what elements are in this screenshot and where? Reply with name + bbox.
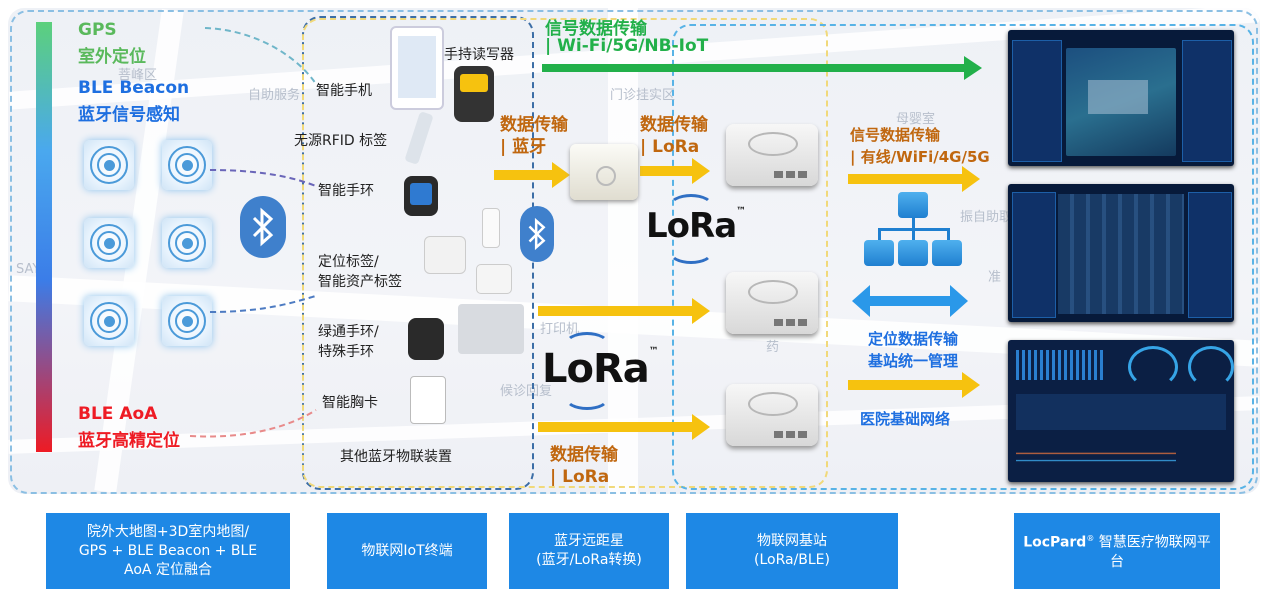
- yellow-arrow: [848, 166, 980, 192]
- other-devices-label: 其他蓝牙物联装置: [340, 449, 452, 465]
- management-line1: 定位数据传输: [868, 330, 959, 348]
- smartphone-label: 智能手机: [316, 83, 372, 99]
- lora-signal-icon: [564, 332, 610, 358]
- management-line2: 基站统一管理: [868, 352, 959, 370]
- map-label: 母婴室: [896, 112, 936, 127]
- yellow-arrow: [538, 298, 710, 324]
- transmission-frame: [302, 18, 828, 488]
- footer-terminal-button: 物联网IoT终端: [327, 513, 487, 589]
- bluetooth-transmission-channel: | 蓝牙: [500, 137, 547, 157]
- lora-logo: LoRa™: [542, 332, 659, 410]
- dashboard-icon: [1008, 184, 1234, 322]
- platform-brand: LocPard: [1023, 534, 1087, 551]
- positioning-accuracy-bar: [36, 22, 52, 452]
- beacon-icon: [162, 218, 212, 268]
- bluetooth-transmission-title: 数据传输: [500, 115, 568, 135]
- map-label: 自助服务: [248, 88, 301, 103]
- yellow-arrow: [494, 162, 570, 188]
- map-label: 准: [988, 270, 1002, 285]
- dashboard-icon: [1008, 340, 1234, 482]
- yellow-arrow: [848, 372, 980, 398]
- gps-label: GPS: [78, 20, 117, 40]
- lora-tm: ™: [648, 346, 659, 357]
- yellow-arrow: [640, 158, 710, 184]
- bluetooth-icon: [520, 206, 554, 262]
- platform-name: 智慧医疗物联网平台: [1094, 534, 1211, 570]
- double-arrow: [852, 285, 968, 317]
- gateway-icon: [726, 384, 818, 446]
- lora-logo: LoRa™: [646, 194, 746, 264]
- platform-reg: ®: [1086, 534, 1095, 543]
- bottom-transmission-title: 数据传输: [550, 445, 618, 465]
- gateway-icon: [726, 124, 818, 186]
- map-label: 菩峰区: [118, 68, 158, 83]
- green-wristband-label: 绿通手环/ 特殊手环: [318, 324, 379, 360]
- bottom-transmission-channel: | LoRa: [550, 467, 610, 487]
- lora-tm: ™: [736, 206, 746, 217]
- beacon-icon: [162, 296, 212, 346]
- outer-frame: [10, 10, 1258, 494]
- beacon-icon: [162, 140, 212, 190]
- handheld-reader-image: [454, 66, 494, 122]
- wristband-image: [404, 176, 438, 216]
- green-wristband-image: [408, 318, 444, 360]
- map-label: 门诊挂实区: [610, 88, 676, 103]
- beacon-label: BLE Beacon: [78, 78, 190, 98]
- badge-label: 智能胸卡: [322, 395, 378, 411]
- sensor-image: [482, 208, 500, 248]
- dashboard-icon: [1008, 30, 1234, 166]
- lora-signal-icon: [668, 194, 714, 220]
- gps-desc: 室外定位: [78, 47, 146, 67]
- footer-platform-button: LocPard® 智慧医疗物联网平台: [1014, 513, 1220, 589]
- asset-tag-image-2: [476, 264, 512, 294]
- map-label: 候诊回复: [500, 384, 553, 399]
- footer-base-station-button: 物联网基站 (LoRa/BLE): [686, 513, 898, 589]
- beacon-icon: [84, 140, 134, 190]
- lora-signal-icon: [668, 238, 714, 264]
- smartphone-image: [390, 26, 444, 110]
- wristband-label: 智能手环: [318, 183, 374, 199]
- lora-transmission-channel: | LoRa: [640, 137, 700, 157]
- lora-signal-icon: [564, 384, 610, 410]
- beacon-icon: [84, 296, 134, 346]
- bluetooth-icon: [240, 196, 286, 258]
- top-transmission-channels: | Wi-Fi/5G/NB-IoT: [545, 36, 709, 56]
- yellow-arrow: [538, 414, 710, 440]
- badge-image: [410, 376, 446, 424]
- bluetooth-lora-bridge: [570, 144, 638, 200]
- top-transmission-title: 信号数据传输: [545, 19, 647, 39]
- hospital-network-label: 医院基础网络: [860, 410, 951, 428]
- handheld-reader-label: 手持读写器: [444, 47, 514, 63]
- aoa-label: BLE AoA: [78, 404, 158, 424]
- green-arrow: [542, 56, 982, 80]
- asset-tag-image: [424, 236, 466, 274]
- beacon-icon: [84, 218, 134, 268]
- asset-tag-label: 定位标签/ 智能资产标签: [318, 254, 402, 290]
- aoa-desc: 蓝牙高精定位: [78, 431, 180, 451]
- wired-transmission-channels: | 有线/WiFi/4G/5G: [850, 148, 990, 166]
- map-label: 药: [766, 340, 780, 355]
- map-label: SAY: [16, 262, 41, 277]
- wired-transmission-title: 信号数据传输: [850, 126, 941, 144]
- rfid-tag-label: 无源RFID 标签: [294, 133, 388, 149]
- footer-maps-button: 院外大地图+3D室内地图/ GPS + BLE Beacon + BLE AoA…: [46, 513, 290, 589]
- beacon-desc: 蓝牙信号感知: [78, 105, 180, 125]
- map-label: 打印机: [540, 322, 580, 337]
- gateway-icon: [726, 272, 818, 334]
- footer-bridge-button: 蓝牙远距星 (蓝牙/LoRa转换): [509, 513, 669, 589]
- patient-photo: [458, 304, 524, 354]
- lora-transmission-title: 数据传输: [640, 115, 708, 135]
